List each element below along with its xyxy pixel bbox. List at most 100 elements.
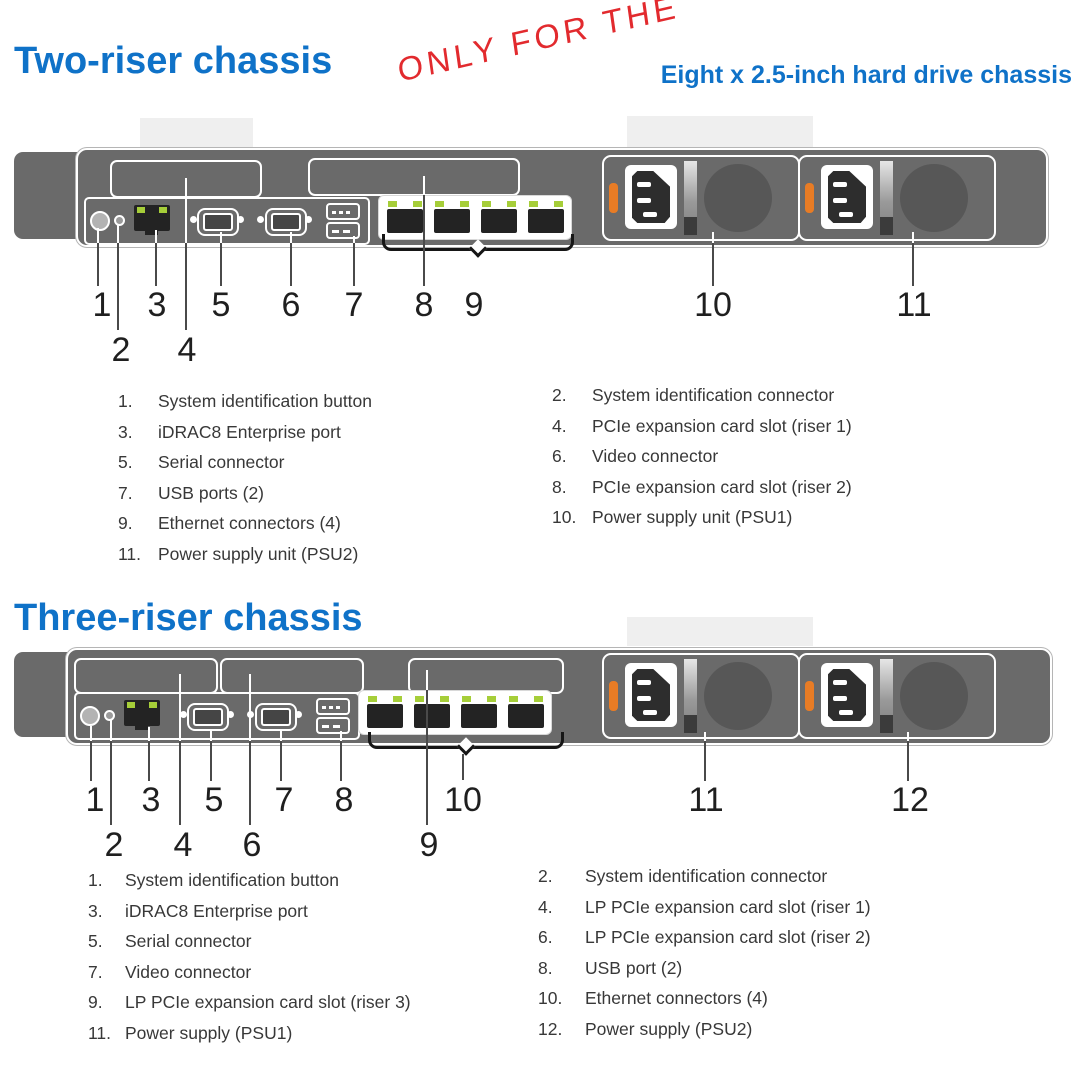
psu-release-tab — [805, 183, 814, 213]
screw-icon — [295, 711, 302, 718]
ethernet-port-icon — [461, 696, 497, 730]
callout-6: 6 — [281, 286, 301, 324]
legend-item: 1. System identification button — [118, 391, 372, 413]
callout-line-3 — [148, 727, 150, 741]
callout-line-3 — [148, 741, 150, 781]
legend-item: 8.USB port (2) — [538, 958, 871, 980]
callout-line-8 — [423, 195, 425, 286]
callout-line-2 — [117, 224, 119, 243]
psu-1 — [602, 653, 800, 739]
two-riser-rear-view-diagram: 1 2 3 4 5 6 7 8 9 10 11 — [0, 140, 1080, 380]
idrac-port-icon — [134, 205, 170, 235]
callout-line-1 — [90, 726, 92, 741]
legend-item-number: 2. — [552, 385, 567, 405]
callout-line-4 — [179, 741, 181, 825]
psu-2 — [798, 155, 996, 241]
legend-item-text: USB ports (2) — [158, 482, 264, 503]
callout-5: 5 — [204, 781, 224, 819]
legend-item-number: 11. — [88, 1022, 112, 1043]
legend-item: 6.LP PCIe expansion card slot (riser 2) — [538, 927, 871, 949]
ethernet-port-icon — [414, 696, 450, 730]
callout-line-3 — [155, 230, 157, 243]
ethernet-port-icon — [367, 696, 403, 730]
callout-7: 7 — [274, 781, 294, 819]
psu-2 — [798, 653, 996, 739]
callout-3: 3 — [141, 781, 161, 819]
psu-release-tab — [609, 681, 618, 711]
callout-line-9 — [426, 670, 428, 690]
io-panel — [84, 197, 370, 245]
psu-release-tab — [609, 183, 618, 213]
callout-line-2 — [117, 243, 119, 330]
legend-item-text: Ethernet connectors (4) — [585, 988, 768, 1008]
legend-item-text: System identification connector — [592, 385, 835, 405]
legend-item: 3. iDRAC8 Enterprise port — [118, 422, 372, 444]
callout-line-5 — [220, 232, 222, 243]
screw-icon — [305, 216, 312, 223]
system-id-connector-icon — [114, 215, 125, 226]
lp-pcie-slot-riser-3 — [408, 658, 564, 694]
psu-power-inlet-icon — [625, 663, 677, 727]
callout-line-2 — [110, 741, 112, 825]
callout-line-12 — [907, 732, 909, 741]
callout-line-8 — [340, 731, 342, 741]
ghost-artifact — [140, 118, 253, 149]
callout-line-8 — [423, 176, 425, 195]
psu-handle — [880, 659, 893, 733]
legend-item: 7.Video connector — [88, 962, 411, 984]
legend-item: 11.Power supply unit (PSU2) — [118, 544, 372, 566]
callout-line-5 — [210, 741, 212, 781]
legend-item-number: 1. — [118, 391, 133, 411]
section-title-three-riser: Three-riser chassis — [14, 597, 363, 639]
legend-item-number: 7. — [118, 482, 133, 503]
legend-item-text: iDRAC8 Enterprise port — [125, 900, 308, 921]
legend-item: 1.System identification button — [88, 870, 411, 892]
callout-line-4 — [179, 674, 181, 741]
section-title-two-riser: Two-riser chassis — [14, 40, 333, 82]
legend-item: 6.Video connector — [552, 446, 852, 468]
callout-3: 3 — [147, 286, 167, 324]
callout-line-10 — [462, 754, 464, 780]
legend-item-text: LP PCIe expansion card slot (riser 1) — [585, 896, 871, 917]
callout-6: 6 — [242, 826, 262, 864]
legend-item: 11.Power supply (PSU1) — [88, 1023, 411, 1045]
legend-item-number: 6. — [538, 927, 553, 947]
callout-line-10 — [712, 232, 714, 243]
usb-ports-icon — [326, 203, 360, 239]
legend-item: 12.Power supply (PSU2) — [538, 1019, 871, 1041]
callout-line-7 — [353, 243, 355, 286]
callout-line-11 — [912, 243, 914, 286]
legend-item-text: Video connector — [592, 446, 719, 466]
callout-1: 1 — [92, 286, 112, 324]
callout-line-7 — [280, 741, 282, 781]
legend-item-text: PCIe expansion card slot (riser 2) — [592, 476, 852, 497]
callout-line-9 — [426, 690, 428, 825]
legend-item-number: 3. — [118, 421, 133, 442]
legend-item: 5.Serial connector — [118, 452, 372, 474]
callout-7: 7 — [344, 286, 364, 324]
callout-8: 8 — [414, 286, 434, 324]
serial-connector-icon — [187, 703, 229, 731]
callout-line-8 — [340, 741, 342, 781]
legend-item-number: 2. — [538, 866, 553, 886]
legend-item: 10.Power supply unit (PSU1) — [552, 507, 852, 529]
legend-item-number: 5. — [118, 452, 133, 472]
callout-line-4 — [185, 178, 187, 243]
rack-ear-left — [14, 152, 84, 239]
callout-10: 10 — [444, 781, 482, 819]
legend-item-number: 12. — [538, 1018, 563, 1039]
screw-icon — [257, 216, 264, 223]
callout-1: 1 — [85, 781, 105, 819]
legend-item-text: Serial connector — [125, 931, 252, 951]
callout-line-11 — [704, 732, 706, 741]
callout-line-1 — [90, 741, 92, 781]
legend-item-text: System identification button — [125, 870, 340, 890]
ethernet-group-brace — [382, 234, 574, 258]
ghost-artifact — [627, 617, 813, 646]
screw-icon — [180, 711, 187, 718]
legend-item-text: iDRAC8 Enterprise port — [158, 421, 341, 442]
video-connector-icon — [265, 208, 307, 236]
legend-item-text: System identification button — [158, 391, 373, 411]
ethernet-port-icon — [481, 201, 517, 235]
three-riser-rear-view-diagram: 1 2 3 4 5 6 7 8 9 10 11 12 — [0, 640, 1080, 890]
